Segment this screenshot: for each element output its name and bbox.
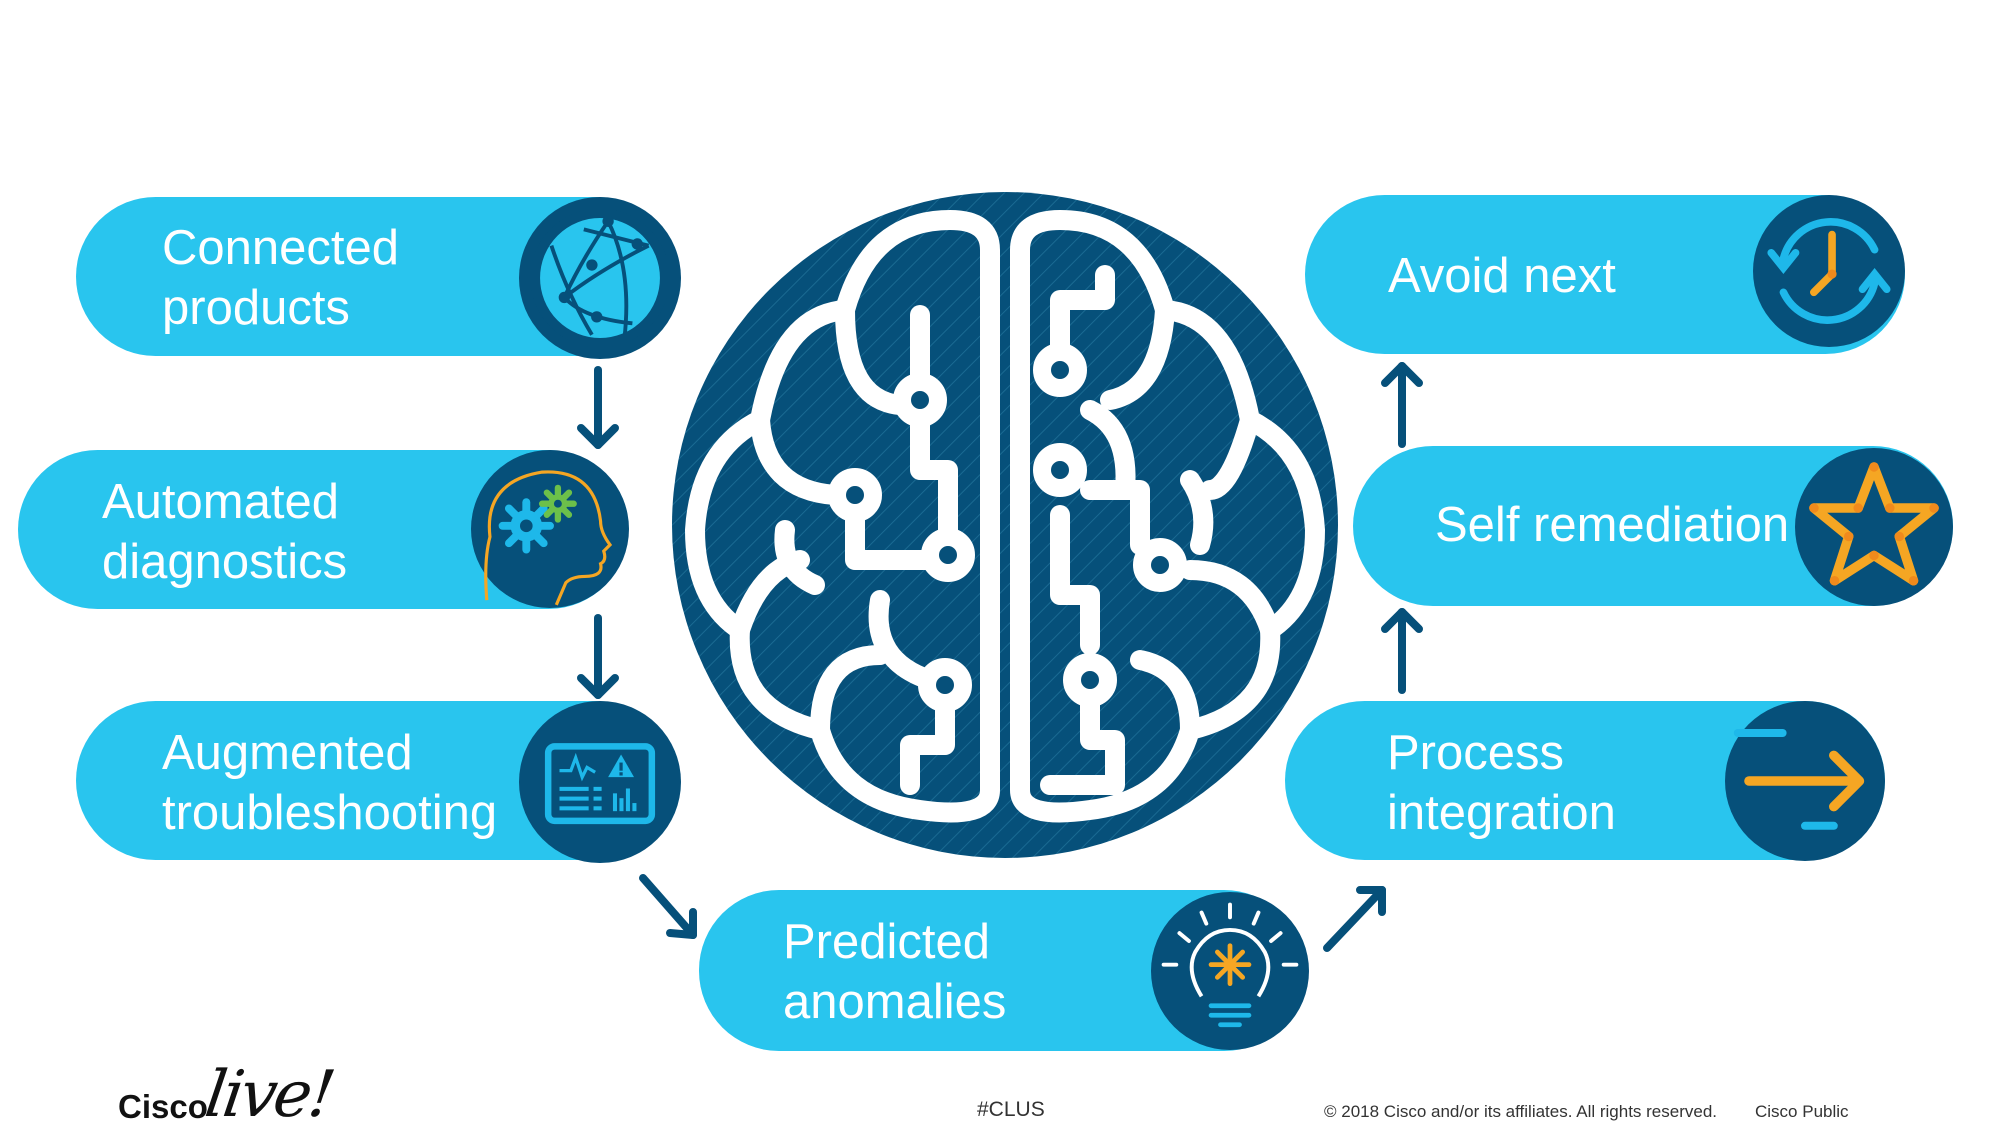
star-icon: [1795, 448, 1953, 606]
label-line1: Avoid next: [1388, 249, 1616, 303]
step-process-integration-label: Process integration: [1387, 723, 1616, 843]
arrow-diagonal-down: [639, 874, 697, 939]
label-line1: Connected: [162, 221, 400, 275]
cisco-logo: Cisco: [118, 1088, 208, 1125]
brain-circuit-icon: [672, 192, 1338, 858]
arrow-up-1: [1381, 608, 1423, 694]
hashtag: #CLUS: [977, 1098, 1045, 1121]
classification: Cisco Public: [1755, 1102, 1849, 1121]
globe-network-icon: [519, 197, 681, 359]
step-augmented-troubleshooting-label: Augmented troubleshooting: [162, 723, 497, 843]
label-line2: integration: [1387, 786, 1616, 840]
label-line2: anomalies: [783, 975, 1007, 1029]
copyright: © 2018 Cisco and/or its affiliates. All …: [1324, 1102, 1718, 1121]
lightbulb-icon: [1151, 892, 1309, 1050]
arrow-down-2: [577, 614, 619, 699]
step-connected-products-label: Connected products: [162, 218, 399, 338]
step-automated-diagnostics-label: Automated diagnostics: [102, 472, 347, 592]
step-self-remediation-label: Self remediation: [1435, 495, 1789, 555]
arrow-diagonal-up: [1323, 886, 1386, 952]
dashboard-alert-icon: [519, 701, 681, 863]
label-line1: Process: [1387, 726, 1565, 780]
head-gears-icon: [471, 450, 629, 608]
arrow-down-1: [577, 366, 619, 449]
label-line1: Predicted: [783, 915, 991, 969]
label-line1: Automated: [102, 475, 339, 529]
label-line2: products: [162, 281, 350, 335]
step-avoid-next-label: Avoid next: [1388, 246, 1616, 306]
arrow-right-icon: [1725, 701, 1885, 861]
arrow-up-2: [1381, 362, 1423, 448]
clock-cycle-icon: [1753, 195, 1905, 347]
label-line2: troubleshooting: [162, 786, 498, 840]
step-predicted-anomalies-label: Predicted anomalies: [783, 912, 1006, 1032]
label-line1: Self remediation: [1435, 498, 1790, 552]
label-line2: diagnostics: [102, 535, 348, 589]
label-line1: Augmented: [162, 726, 413, 780]
live-logo: live!: [200, 1058, 337, 1132]
